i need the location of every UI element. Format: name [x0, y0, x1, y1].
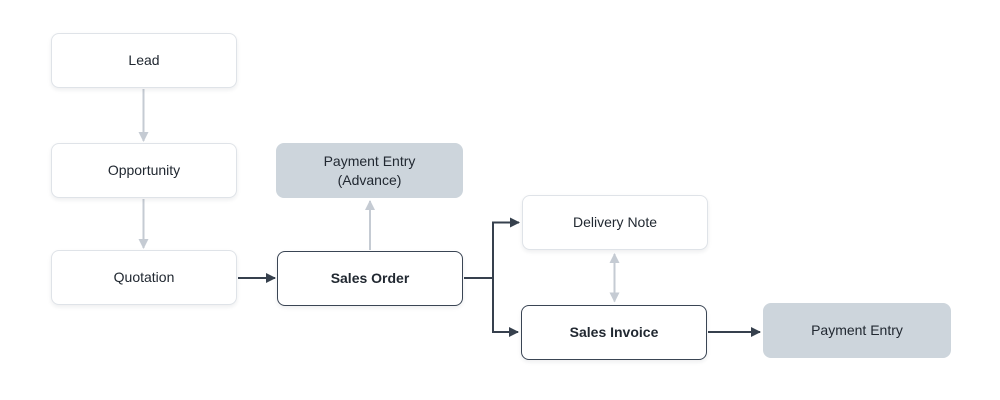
arrow-branch-to-delivery-note [492, 217, 520, 278]
node-payment-entry-advance-sublabel: (Advance) [337, 171, 402, 188]
node-delivery-note-label: Delivery Note [572, 214, 658, 230]
node-payment-entry-advance-label: Payment Entry [323, 152, 416, 169]
node-sales-order[interactable]: Sales Order [277, 251, 463, 306]
node-payment-entry-advance[interactable]: Payment Entry (Advance) [276, 143, 463, 198]
node-sales-invoice-label: Sales Invoice [569, 324, 659, 340]
node-lead-label: Lead [128, 52, 160, 68]
node-delivery-note[interactable]: Delivery Note [522, 195, 708, 250]
node-payment-entry-label: Payment Entry [811, 322, 903, 338]
arrow-branch-to-sales-invoice [492, 278, 519, 337]
node-opportunity[interactable]: Opportunity [51, 143, 237, 198]
node-sales-invoice[interactable]: Sales Invoice [521, 305, 707, 360]
node-opportunity-label: Opportunity [107, 162, 181, 178]
node-lead[interactable]: Lead [51, 33, 237, 88]
node-quotation-label: Quotation [113, 269, 175, 285]
node-payment-entry[interactable]: Payment Entry [763, 303, 951, 358]
node-sales-order-label: Sales Order [330, 270, 410, 286]
node-quotation[interactable]: Quotation [51, 250, 237, 305]
